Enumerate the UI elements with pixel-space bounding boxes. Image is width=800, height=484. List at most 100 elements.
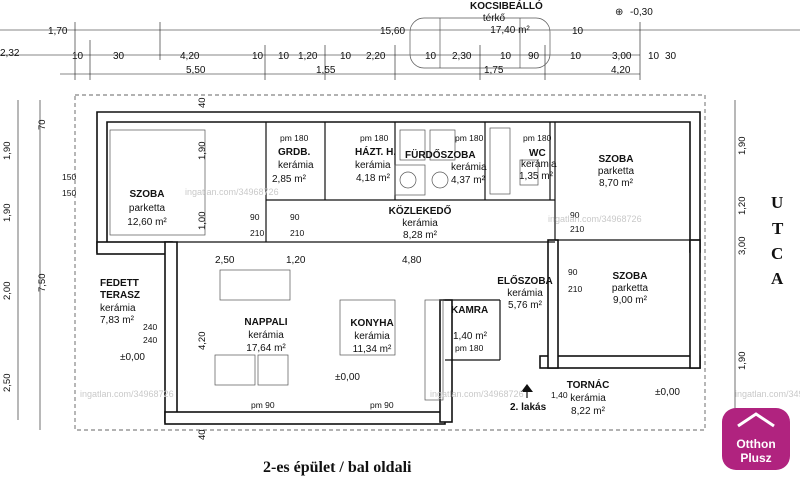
- level-mark-icon: ⊕: [615, 7, 623, 18]
- room-tornac: TORNÁC kerámia 8,22 m²: [567, 378, 610, 417]
- svg-text:kerámia: kerámia: [507, 288, 543, 299]
- svg-text:kerámia: kerámia: [355, 160, 391, 171]
- dim-top-1: 1,70: [48, 26, 68, 37]
- svg-text:90: 90: [250, 212, 260, 222]
- interior-vdims: 40 1,90 1,00 4,20 40: [197, 97, 208, 440]
- left-dims: 70 1,90 1,90 7,50 2,00 2,50: [2, 119, 48, 392]
- room-haztartasi: pm 180 HÁZT. H. kerámia 4,18 m²: [355, 133, 396, 184]
- svg-text:1,90: 1,90: [737, 137, 748, 156]
- entrance-label: 2. lakás: [510, 402, 547, 413]
- svg-text:ingatlan.com/34968726: ingatlan.com/34968726: [185, 187, 279, 197]
- svg-text:30: 30: [113, 51, 125, 62]
- svg-text:7,83 m²: 7,83 m²: [100, 315, 135, 326]
- driveway-area: 17,40 m²: [490, 25, 530, 36]
- room-terasz: FEDETT TERASZ kerámia 7,83 m²: [100, 278, 140, 326]
- room-szoba-3: SZOBA parketta 9,00 m²: [612, 271, 649, 306]
- svg-text:ingatlan.com/34968726: ingatlan.com/34968726: [735, 389, 800, 399]
- svg-text:C: C: [771, 244, 783, 263]
- svg-text:1,90: 1,90: [197, 142, 208, 161]
- driveway-car: [409, 17, 551, 69]
- roof-outline: [74, 94, 706, 431]
- svg-text:1,40 m²: 1,40 m²: [453, 331, 488, 342]
- svg-text:4,37 m²: 4,37 m²: [451, 175, 486, 186]
- svg-text:2,20: 2,20: [366, 51, 386, 62]
- svg-text:kerámia: kerámia: [402, 218, 438, 229]
- svg-text:4,20: 4,20: [180, 51, 200, 62]
- svg-text:HÁZT. H.: HÁZT. H.: [355, 145, 396, 158]
- svg-text:90: 90: [528, 51, 540, 62]
- svg-text:1,55: 1,55: [316, 65, 336, 76]
- svg-text:parketta: parketta: [129, 203, 166, 214]
- svg-text:1,90: 1,90: [2, 142, 13, 161]
- svg-text:parketta: parketta: [612, 283, 649, 294]
- svg-text:SZOBA: SZOBA: [599, 154, 634, 165]
- otthon-plusz-logo: Otthon Plusz: [722, 408, 790, 470]
- svg-text:11,34 m²: 11,34 m²: [353, 344, 392, 355]
- svg-text:240: 240: [143, 322, 157, 332]
- svg-text:3,00: 3,00: [612, 51, 632, 62]
- svg-text:1,75: 1,75: [484, 65, 504, 76]
- svg-text:40: 40: [197, 429, 208, 440]
- svg-text:10: 10: [340, 51, 352, 62]
- svg-text:10: 10: [278, 51, 290, 62]
- svg-text:10: 10: [252, 51, 264, 62]
- svg-text:2,50: 2,50: [2, 374, 13, 393]
- svg-text:240: 240: [143, 335, 157, 345]
- level-tornac: ±0,00: [655, 387, 680, 398]
- svg-text:WC: WC: [529, 148, 546, 159]
- room-kamra: KAMRA 1,40 m² pm 180: [451, 305, 488, 353]
- svg-text:1,90: 1,90: [2, 204, 13, 223]
- svg-text:40: 40: [197, 97, 208, 108]
- svg-text:pm 90: pm 90: [251, 400, 275, 410]
- svg-text:A: A: [771, 269, 784, 288]
- entrance-arrow-icon: [521, 384, 533, 398]
- room-eloszoba: ELŐSZOBA kerámia 5,76 m²: [497, 274, 553, 311]
- svg-text:SZOBA: SZOBA: [613, 271, 648, 282]
- svg-text:10: 10: [570, 51, 582, 62]
- dims-row-3: 5,50 1,55 1,75 4,20: [186, 65, 631, 76]
- svg-text:FÜRDŐSZOBA: FÜRDŐSZOBA: [405, 148, 476, 161]
- svg-text:10: 10: [500, 51, 512, 62]
- svg-text:5,50: 5,50: [186, 65, 206, 76]
- dim-top-2: 15,60: [380, 26, 405, 37]
- svg-text:210: 210: [568, 284, 582, 294]
- svg-text:T: T: [772, 219, 784, 238]
- svg-text:7,50: 7,50: [37, 274, 48, 293]
- svg-text:4,20: 4,20: [611, 65, 631, 76]
- street-label: U T C A: [771, 193, 784, 288]
- svg-text:pm 180: pm 180: [523, 133, 552, 143]
- svg-text:Plusz: Plusz: [740, 451, 771, 465]
- svg-text:150: 150: [62, 188, 76, 198]
- svg-text:9,00 m²: 9,00 m²: [613, 295, 648, 306]
- driveway-floor: térkő: [483, 13, 506, 24]
- svg-text:U: U: [771, 193, 783, 212]
- svg-text:kerámia: kerámia: [248, 330, 284, 341]
- room-wc: pm 180 WC kerámia 1,35 m²: [519, 133, 557, 182]
- svg-text:90: 90: [570, 210, 580, 220]
- svg-text:4,20: 4,20: [197, 332, 208, 351]
- svg-text:pm 90: pm 90: [370, 400, 394, 410]
- svg-text:1,90: 1,90: [737, 352, 748, 371]
- svg-text:ingatlan.com/34968726: ingatlan.com/34968726: [548, 214, 642, 224]
- svg-text:8,70 m²: 8,70 m²: [599, 178, 634, 189]
- svg-text:4,80: 4,80: [402, 255, 422, 266]
- room-nappali: NAPPALI kerámia 17,64 m²: [244, 317, 287, 354]
- svg-text:3,00: 3,00: [737, 237, 748, 256]
- svg-text:SZOBA: SZOBA: [130, 189, 165, 200]
- svg-text:1,00: 1,00: [197, 212, 208, 231]
- room-szoba-2: SZOBA parketta 8,70 m²: [598, 154, 635, 189]
- svg-text:kerámia: kerámia: [354, 331, 390, 342]
- room-furdoszoba: pm 180 FÜRDŐSZOBA kerámia 4,37 m²: [405, 133, 487, 186]
- svg-text:1,35 m²: 1,35 m²: [519, 171, 554, 182]
- driveway-title: KOCSIBEÁLLÓ: [470, 0, 543, 12]
- svg-text:1,40: 1,40: [551, 390, 568, 400]
- svg-text:10: 10: [72, 51, 84, 62]
- watermarks: ingatlan.com/34968726 ingatlan.com/34968…: [80, 187, 800, 399]
- svg-text:30: 30: [665, 51, 677, 62]
- svg-text:8,28 m²: 8,28 m²: [403, 230, 438, 241]
- svg-text:TERASZ: TERASZ: [100, 290, 140, 301]
- svg-text:kerámia: kerámia: [451, 162, 487, 173]
- dim-top-4: 2,32: [0, 48, 20, 59]
- svg-text:parketta: parketta: [598, 166, 635, 177]
